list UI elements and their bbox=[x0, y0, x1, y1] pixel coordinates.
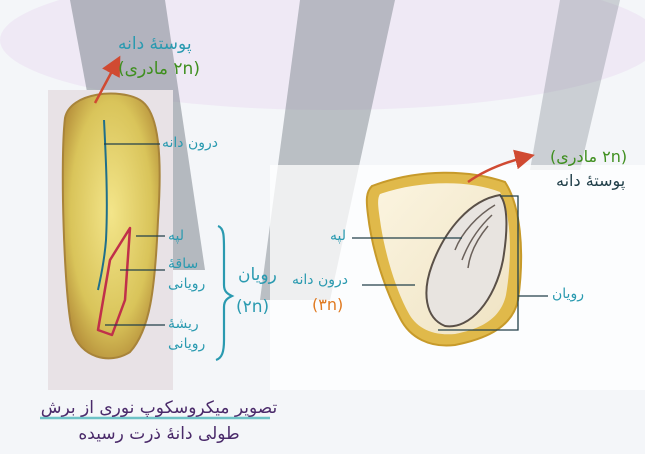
corn-cotyledon-label: لپه bbox=[168, 228, 184, 244]
corn-embryo-ploidy: (۲n) bbox=[236, 298, 269, 318]
corn-seed-coat-label: پوستهٔ دانه bbox=[118, 35, 192, 55]
caption-line-2: طولی دانهٔ ذرت رسیده bbox=[34, 424, 284, 444]
corn-root-label-1: ریشهٔ bbox=[168, 316, 199, 332]
corn-endosperm-label: درون دانه bbox=[162, 135, 218, 151]
corn-seed-coat-ploidy: (۲n مادری) bbox=[118, 60, 200, 80]
bean-seed-coat-label: پوستهٔ دانه bbox=[556, 172, 625, 190]
corn-embryo-label: رویان bbox=[238, 266, 277, 286]
bean-embryo-label: رویان bbox=[552, 286, 584, 302]
corn-shoot-label-2: رویانی bbox=[168, 276, 205, 292]
corn-kernel bbox=[63, 94, 160, 359]
corn-root-label-2: رویانی bbox=[168, 336, 205, 352]
caption-line-1: تصویر میکروسکوپ نوری از برش bbox=[34, 398, 284, 418]
bean-cotyledon-label: لپه bbox=[330, 228, 346, 244]
bean-seed-coat-ploidy: (۲n مادری) bbox=[550, 148, 627, 166]
bean-endosperm-label: درون دانه bbox=[292, 272, 348, 288]
corn-shoot-label-1: ساقهٔ bbox=[168, 256, 198, 272]
bean-endosperm-ploidy: (۳n) bbox=[312, 296, 343, 314]
